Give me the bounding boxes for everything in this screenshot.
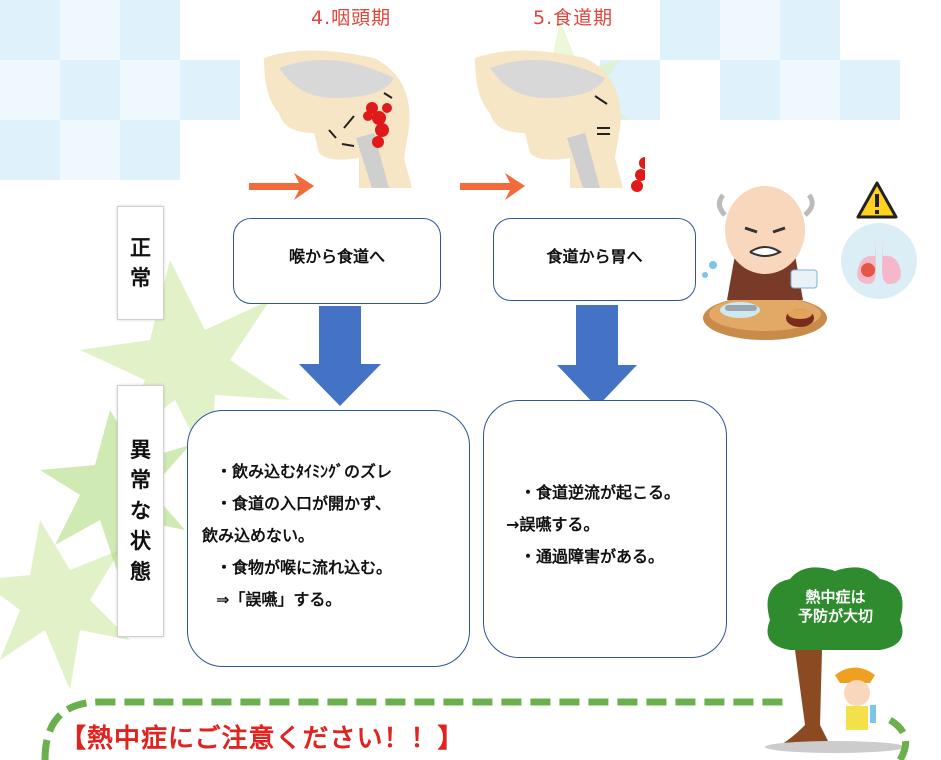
abnormal-pharyngeal-line: ・食道の入口が開かず、 [216, 494, 391, 513]
abnormal-pharyngeal-box: ・飲み込むﾀｲﾐﾝｸﾞのズレ ・食道の入口が開かず、 飲み込めない。 ・食物が喉… [187, 410, 470, 667]
lung-icon [841, 223, 917, 299]
abnormal-esophageal-line: →誤嚥する。 [506, 515, 600, 534]
normal-label-char-1: 正 [130, 235, 151, 260]
normal-label-char-2: 常 [130, 266, 151, 290]
abnormal-label-char-1: 異 [130, 437, 151, 462]
elderly-choking-illustration [702, 186, 827, 340]
abnormal-label-char-3: な [130, 498, 151, 523]
abnormal-esophageal-box: ・食道逆流が起こる。 →誤嚥する。 ・通過障害がある。 [483, 400, 727, 658]
abnormal-esophageal-line: ・食道逆流が起こる。 [520, 483, 681, 502]
abnormal-esophageal-line: ・通過障害がある。 [520, 547, 665, 566]
down-arrow-icon [557, 305, 637, 407]
abnormal-pharyngeal-lines: ・飲み込むﾀｲﾐﾝｸﾞのズレ ・食道の入口が開かず、 飲み込めない。 ・食物が喉… [202, 456, 393, 616]
esophageal-throat-illustration [460, 50, 645, 200]
normal-label: 正 常 [117, 206, 164, 320]
abnormal-pharyngeal-line: 飲み込めない。 [202, 526, 315, 545]
abnormal-pharyngeal-line: ⇒「誤嚥」する。 [216, 590, 342, 609]
heatstroke-badge-text: 熱中症は 予防が大切 [797, 588, 873, 625]
esophageal-stage-title: 5.食道期 [533, 7, 614, 29]
normal-pharyngeal-box: 喉から食道へ [233, 218, 441, 304]
pharyngeal-throat-illustration [249, 50, 412, 200]
background-tiles [0, 0, 900, 180]
abnormal-label-char-5: 態 [130, 559, 151, 584]
warning-icon [856, 181, 898, 219]
normal-pharyngeal-text: 喉から食道へ [288, 247, 385, 266]
abnormal-label-char-2: 常 [130, 468, 151, 493]
down-arrow-icon [299, 306, 381, 406]
abnormal-esophageal-lines: ・食道逆流が起こる。 →誤嚥する。 ・通過障害がある。 [506, 477, 680, 573]
heatstroke-notice-title: 【熱中症にご注意ください！！】 [60, 724, 465, 754]
abnormal-pharyngeal-line: ・飲み込むﾀｲﾐﾝｸﾞのズレ [216, 462, 393, 481]
abnormal-pharyngeal-line: ・食物が喉に流れ込む。 [216, 558, 393, 577]
abnormal-label-char-4: 状 [130, 529, 151, 554]
normal-esophageal-box: 食道から胃へ [493, 218, 696, 301]
abnormal-label: 異 常 な 状 態 [117, 385, 164, 637]
tree-mascot-illustration [765, 567, 905, 753]
normal-esophageal-text: 食道から胃へ [546, 247, 643, 266]
pharyngeal-stage-title: 4.咽頭期 [311, 7, 392, 29]
